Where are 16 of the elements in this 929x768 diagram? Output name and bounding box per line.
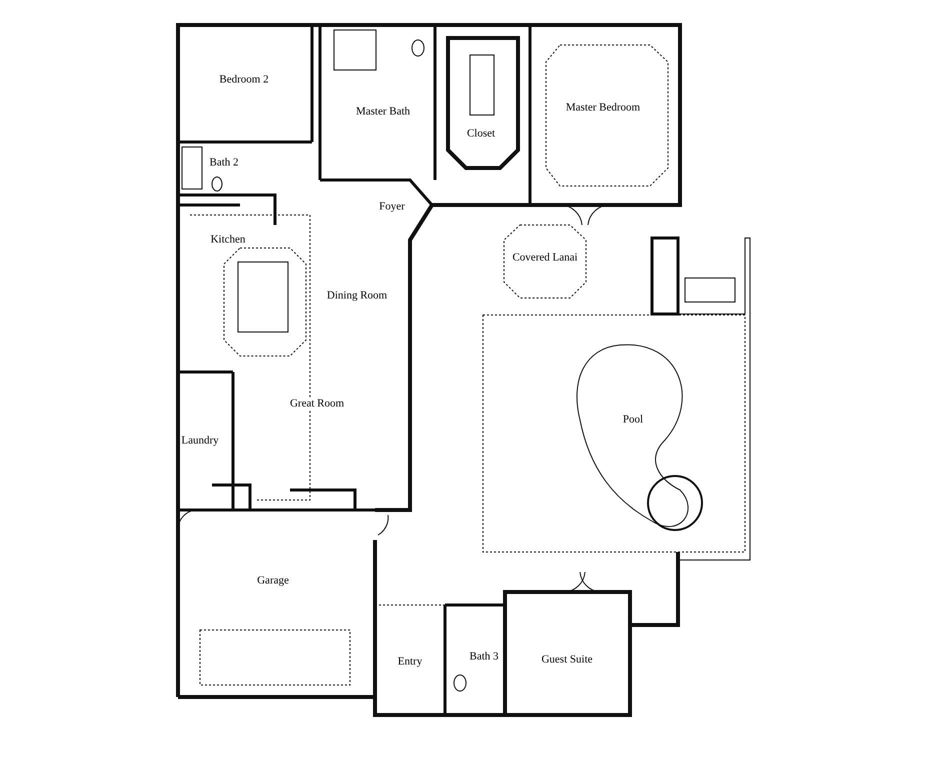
room-label: Master Bath [354,106,412,118]
room-label: Entry [396,656,424,668]
room-label: Bath 3 [468,652,500,662]
room-label: Kitchen [210,234,246,246]
room-label: Great Room [288,398,346,410]
room-label: Foyer [378,202,406,212]
room-label: Bath 2 [208,158,240,168]
room-label: Pool [622,414,644,426]
room-label: Dining Room [326,290,388,302]
room-label: Bedroom 2 [218,74,270,86]
room-label: Master Bedroom [564,102,642,114]
room-label: Garage [256,576,290,586]
room-label: Covered Lanai [511,252,579,264]
room-label: Guest Suite [540,654,594,666]
room-label: Laundry [180,436,220,446]
room-label: Closet [466,128,496,140]
